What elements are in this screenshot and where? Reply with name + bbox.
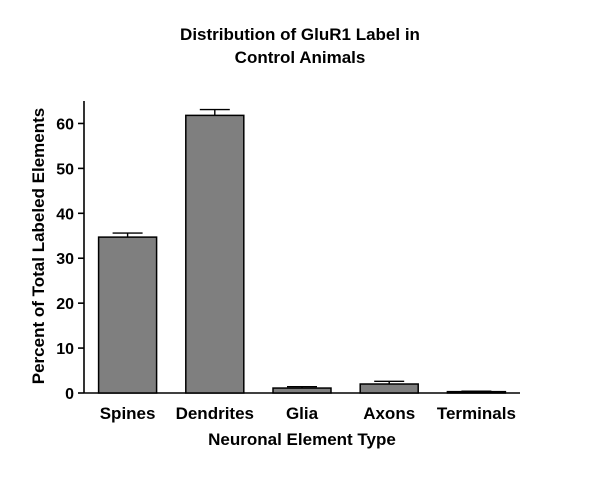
y-tick-label: 50 [56,161,74,178]
x-tick-label: Spines [100,404,156,423]
x-tick-label: Glia [286,404,319,423]
chart-title: Distribution of GluR1 Label in Control A… [180,25,420,67]
x-axis-title: Neuronal Element Type [208,430,396,449]
y-tick-label: 30 [56,251,74,268]
x-tick-label: Axons [363,404,415,423]
y-tick-label: 40 [56,206,74,223]
error-bars-group [112,108,492,392]
bars-group [97,114,507,394]
y-tick-label: 60 [56,116,74,133]
y-tick-label: 10 [56,341,74,358]
bar-axons [359,383,419,394]
bar-dendrites [185,114,245,394]
y-tick-label: 20 [56,296,74,313]
bar-spines [97,236,158,394]
y-tick-label: 0 [65,386,74,403]
chart-title-line-2: Control Animals [235,48,366,67]
y-axis-ticks: 0 10 20 30 40 50 60 [56,116,84,403]
chart-title-line-1: Distribution of GluR1 Label in [180,25,420,44]
x-tick-label: Terminals [437,404,516,423]
y-axis-title: Percent of Total Labeled Elements [29,108,48,384]
x-tick-label: Dendrites [176,404,254,423]
x-axis-ticks: Spines Dendrites Glia Axons Terminals [100,404,516,423]
bar-glia [272,387,332,394]
